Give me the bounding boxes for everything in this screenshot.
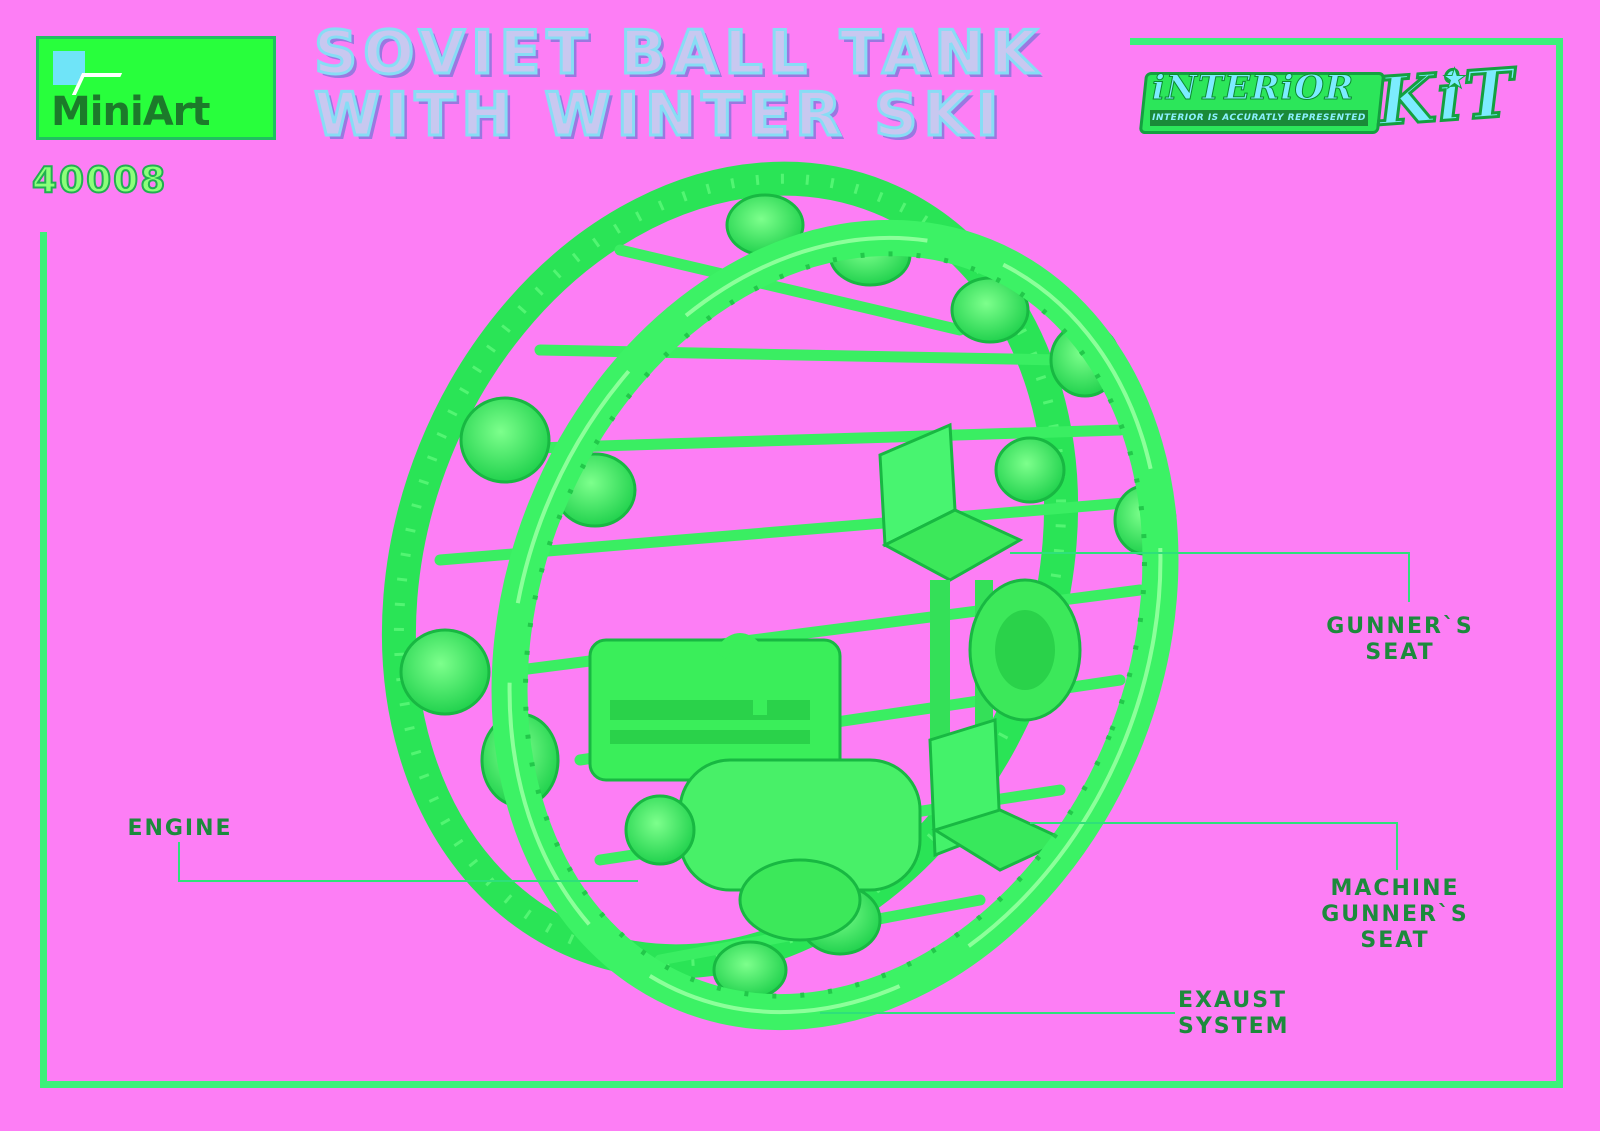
callout-gunners-seat-line1: GUNNER`S (1326, 614, 1474, 639)
leader-line-gunners-seat (1010, 552, 1410, 554)
machine-gunners-seat (928, 717, 1069, 872)
leader-line-exhaust (820, 1012, 1175, 1014)
logo-text: MiniArt (51, 89, 211, 135)
star-icon: ★ (1441, 62, 1468, 96)
drive-gear (968, 578, 1082, 722)
page-title: SOVIET BALL TANK WITH WINTER SKI (312, 21, 1104, 148)
badge-subtitle: INTERIOR IS ACCURATLY REPRESENTED (1150, 110, 1368, 126)
callout-machine-gunner-line2: GUNNER`S (1321, 902, 1469, 927)
title-line-2: WITH WINTER SKI (312, 80, 1005, 150)
callout-exhaust-line1: EXAUST (1178, 988, 1288, 1013)
callout-gunners-seat: GUNNER`S SEAT (1310, 614, 1490, 666)
leader-line-gunners-seat-drop (1408, 552, 1410, 602)
leader-line-engine (178, 880, 638, 882)
frame-top-line (1130, 38, 1563, 45)
leader-line-machine-gunner-drop (1396, 822, 1398, 870)
leader-line-engine-drop (178, 842, 180, 882)
frame-left-line (40, 232, 47, 1088)
callout-engine-line1: ENGINE (127, 816, 233, 841)
callout-machine-gunner-line3: SEAT (1360, 928, 1430, 953)
callout-machine-gunner-line1: MACHINE (1330, 876, 1460, 901)
callout-exhaust-line2: SYSTEM (1178, 1014, 1290, 1039)
frame-bottom-line (40, 1081, 1563, 1088)
badge-word-interior: iNTERiOR (1151, 68, 1355, 109)
frame-right-line (1556, 38, 1563, 1088)
product-code: 40008 (31, 159, 168, 202)
callout-engine: ENGINE (115, 816, 245, 842)
callout-exhaust-system: EXAUST SYSTEM (1178, 988, 1328, 1040)
engine-block (588, 633, 922, 942)
front-ring (491, 219, 1179, 1031)
callout-machine-gunners-seat: MACHINE GUNNER`S SEAT (1300, 876, 1490, 954)
interior-kit-badge: iNTERiOR INTERIOR IS ACCURATLY REPRESENT… (1138, 52, 1528, 142)
callout-gunners-seat-line2: SEAT (1365, 640, 1435, 665)
title-line-1: SOVIET BALL TANK (312, 18, 1044, 88)
leader-line-machine-gunner (1030, 822, 1398, 824)
miniart-logo: MiniArt (36, 36, 276, 140)
